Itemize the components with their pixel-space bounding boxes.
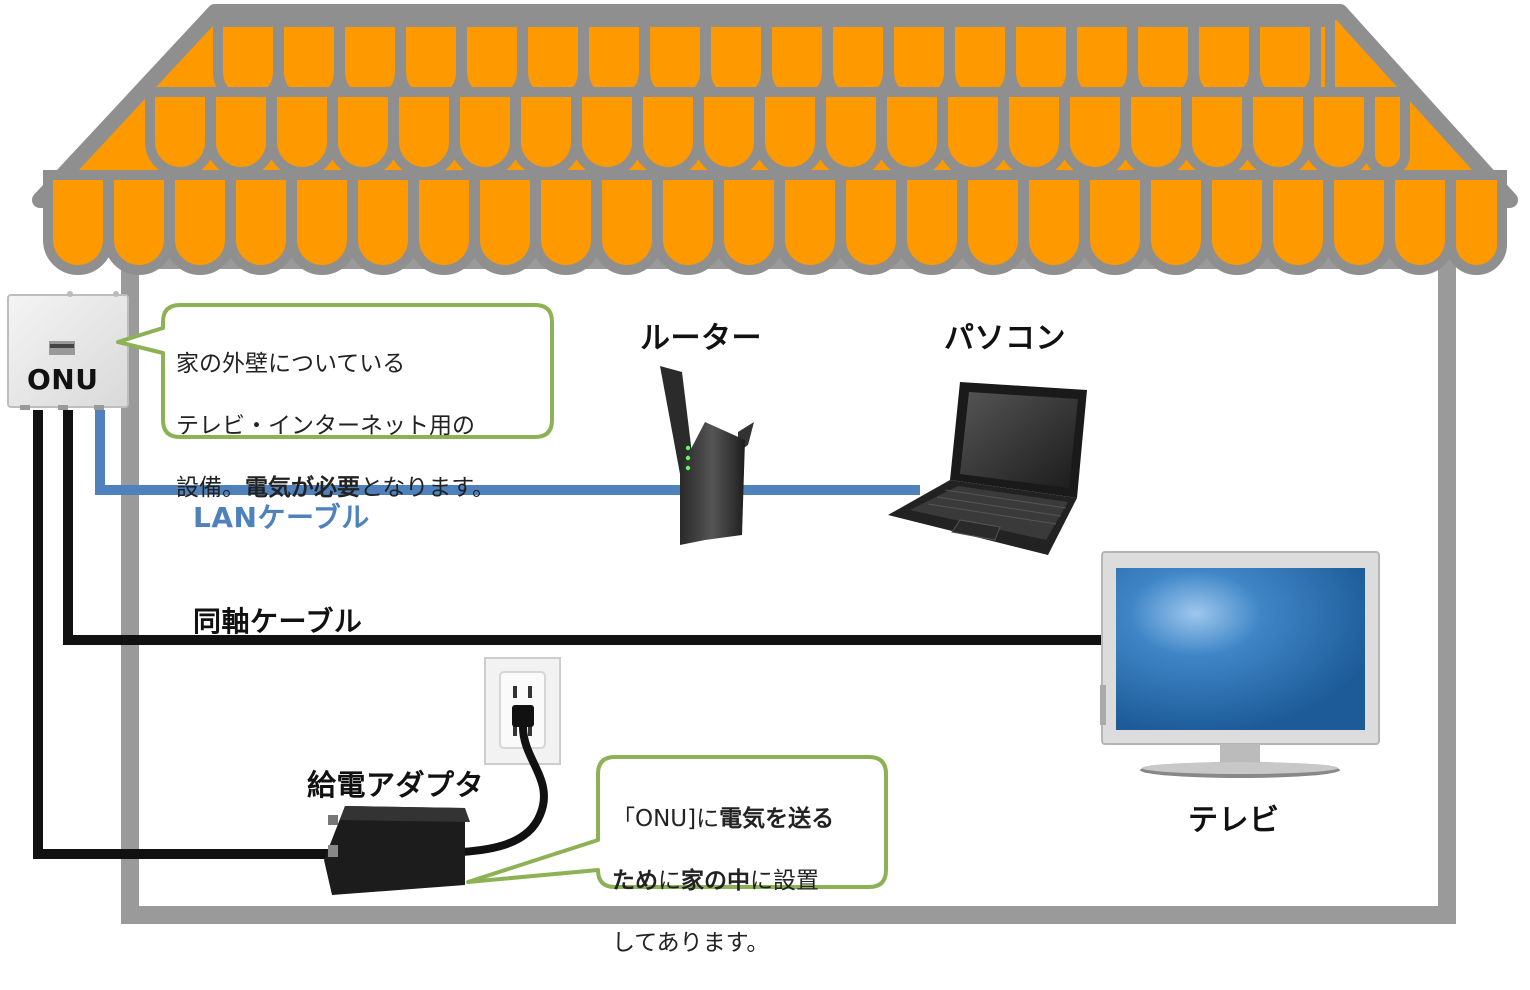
lan-cable-line — [95, 410, 920, 495]
roof-shingle — [531, 170, 601, 275]
onu-callout-line3-pre: 設備。 — [176, 475, 245, 501]
onu-label: ONU — [27, 363, 99, 396]
wall-outlet-icon — [484, 657, 561, 765]
adapter-callout-l2a: ため — [612, 868, 658, 894]
roof-shingle — [287, 170, 357, 275]
roof-shingle — [653, 170, 723, 275]
onu-callout-line3-post: となります。 — [360, 475, 496, 501]
adapter-callout-text: 「ONU]に電気を送る ために家の中に設置 してあります。 — [612, 773, 884, 990]
roof-shingle — [1385, 170, 1455, 275]
tv-icon — [1100, 551, 1380, 778]
adapter-callout-bubble — [466, 755, 888, 889]
onu-callout-line3-bold: 電気が必要 — [245, 475, 360, 501]
onu-callout-line1: 家の外壁についている — [176, 351, 406, 377]
onu-device-icon — [7, 291, 129, 410]
roof-shingle — [755, 87, 825, 177]
coax-cable-label: 同軸ケーブル — [193, 605, 363, 638]
roof-shingle — [714, 170, 784, 275]
power-cable-line — [33, 410, 330, 859]
roof-shingle — [572, 87, 642, 177]
roof-shingle — [1243, 87, 1313, 177]
roof-shingle — [694, 87, 764, 177]
tv-label: テレビ — [1188, 803, 1280, 838]
pc-label: パソコン — [944, 321, 1066, 356]
roof-shingle — [328, 87, 398, 177]
roof-shingle — [1324, 170, 1394, 275]
roof-shingle — [958, 170, 1028, 275]
roof-shingle — [1080, 170, 1150, 275]
roof-shingle — [1182, 87, 1252, 177]
roof-shingle — [1202, 170, 1272, 275]
onu-callout-text: 家の外壁についている テレビ・インターネット用の 設備。電気が必要となります。 — [176, 318, 548, 535]
roof-shingle — [206, 87, 276, 177]
coax-cable-line — [63, 410, 1105, 645]
roof-shingle — [1263, 170, 1333, 275]
roof-shingle — [165, 170, 235, 275]
roof-shingle — [409, 170, 479, 275]
adapter-callout-l1b: 電気を送る — [719, 806, 835, 832]
roof-shingle — [450, 87, 520, 177]
roof-shingle — [1446, 170, 1507, 275]
onu-callout-line3: 設備。電気が必要となります。 — [176, 473, 548, 504]
roof-shingle — [43, 170, 113, 275]
roof-shingle — [267, 87, 337, 177]
roof — [32, 4, 1518, 275]
router-icon — [660, 366, 754, 545]
roof-shingle — [938, 87, 1008, 177]
lan-cable-label: LANケーブル — [193, 501, 370, 534]
roof-shingle — [511, 87, 581, 177]
roof-shingle — [999, 87, 1069, 177]
adapter-callout-l2c: 家の中 — [681, 868, 750, 894]
roof-shingle — [592, 170, 662, 275]
roof-shingle — [877, 87, 947, 177]
roof-shingle — [1019, 170, 1089, 275]
roof-shingle — [145, 87, 215, 177]
adapter-power-cord — [461, 726, 548, 856]
adapter-callout-l2d: に設置 — [750, 868, 819, 894]
roof-shingle — [226, 170, 296, 275]
roof-shingle — [633, 87, 703, 177]
roof-shingle — [1121, 87, 1191, 177]
roof-shingle — [1060, 87, 1130, 177]
roof-shingle — [1304, 87, 1374, 177]
onu-callout-line2: テレビ・インターネット用の — [176, 413, 475, 439]
roof-shingle — [470, 170, 540, 275]
roof-shingle — [104, 170, 174, 275]
roof-shingle — [897, 170, 967, 275]
onu-callout-bubble — [116, 303, 554, 439]
power-adapter-label: 給電アダプタ — [307, 768, 485, 802]
adapter-callout-l2b: に — [658, 868, 681, 894]
roof-shingle — [816, 87, 886, 177]
roof-shingle — [1365, 87, 1410, 177]
roof-shingle — [836, 170, 906, 275]
adapter-callout-line2: ために家の中に設置 — [612, 866, 884, 897]
power-adapter-icon — [324, 806, 470, 895]
home-network-diagram — [7, 4, 1518, 924]
roof-shingle — [389, 87, 459, 177]
laptop-icon — [888, 382, 1087, 555]
adapter-callout-line1: 「ONU]に電気を送る — [612, 804, 884, 835]
roof-shingle — [775, 170, 845, 275]
roof-shingle — [348, 170, 418, 275]
adapter-callout-line3: してあります。 — [612, 930, 770, 956]
roof-shingle — [1141, 170, 1211, 275]
adapter-callout-l1a: 「ONU]に — [612, 806, 720, 832]
router-label: ルーター — [640, 321, 762, 356]
